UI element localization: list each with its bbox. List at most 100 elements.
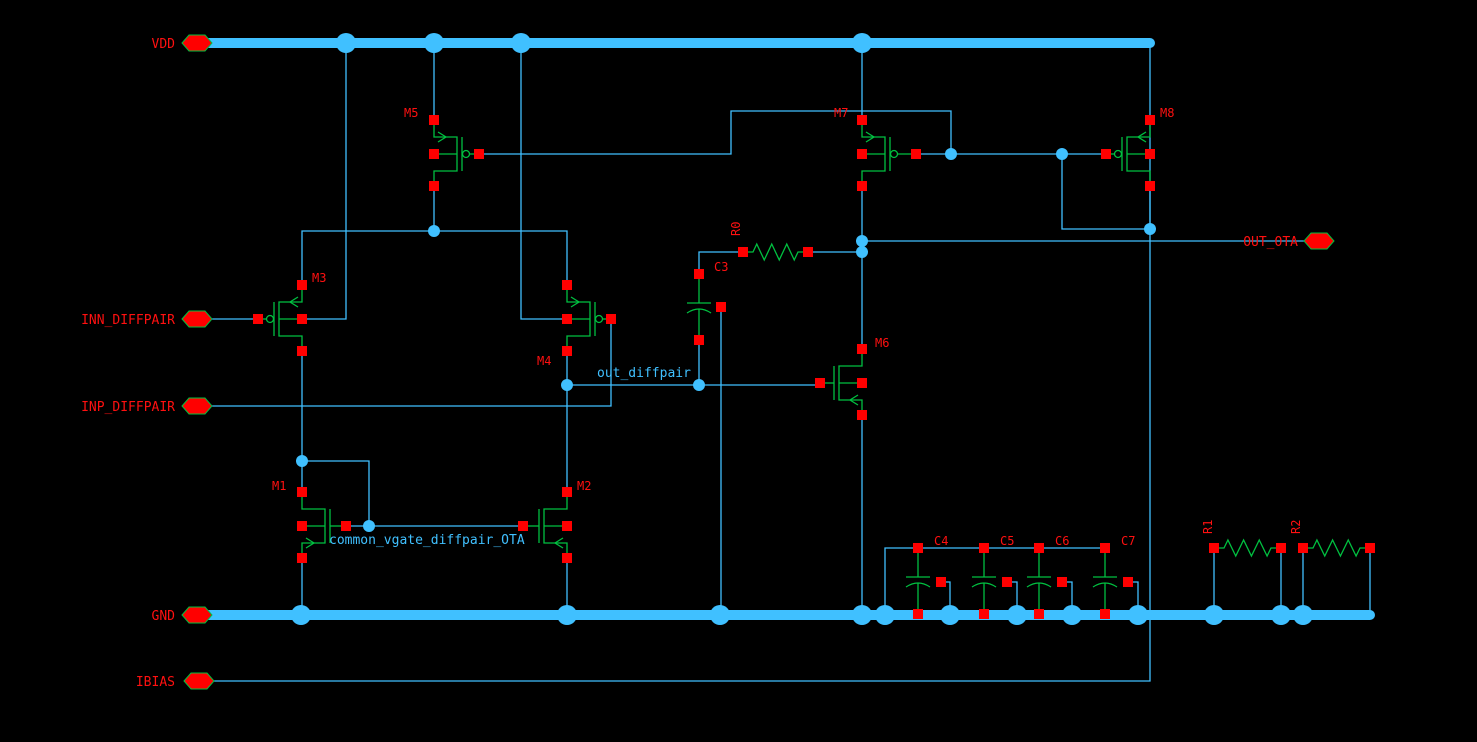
junction-dot [511, 33, 531, 53]
terminal-pad [913, 543, 923, 553]
r2-zigzag [1303, 538, 1370, 558]
terminal-pad [1209, 543, 1219, 553]
tail-wire [301, 230, 568, 287]
terminal-pad [1123, 577, 1133, 587]
pin-label-ibias: IBIAS [136, 675, 175, 690]
terminal-pad [857, 149, 867, 159]
terminal-pad [936, 577, 946, 587]
junction-dot [856, 246, 868, 258]
pin-gnd [181, 606, 213, 624]
m8-arrow-icon [1136, 131, 1147, 143]
terminal-pad [979, 543, 989, 553]
label-c6: C6 [1055, 534, 1069, 548]
wire [698, 251, 744, 275]
terminal-pad [1365, 543, 1375, 553]
pin-inp [181, 397, 213, 415]
junction-dot [1062, 605, 1082, 625]
label-r0: R0 [729, 222, 743, 236]
junction-dot [1144, 223, 1156, 235]
pin-vdd [181, 34, 213, 52]
wire [301, 42, 347, 320]
terminal-pad [562, 553, 572, 563]
pins [181, 34, 1335, 690]
junction-dot [428, 225, 440, 237]
m1-arrow-icon [305, 537, 316, 549]
terminal-pad [803, 247, 813, 257]
terminal-pad [1100, 543, 1110, 553]
terminal-pad [562, 314, 572, 324]
junction-dot [1271, 605, 1291, 625]
terminal-pad [815, 378, 825, 388]
m5-arrow-icon [437, 131, 448, 143]
junction-dot [1128, 605, 1148, 625]
label-r2: R2 [1289, 520, 1303, 534]
label-r1: R1 [1201, 520, 1215, 534]
terminal-pad [1002, 577, 1012, 587]
junction-dot [557, 605, 577, 625]
terminals [253, 115, 1375, 619]
m3-arrow-icon [288, 296, 299, 308]
junction-dot [1056, 148, 1068, 160]
junction-dot [875, 605, 895, 625]
m4-arrow-icon [570, 296, 581, 308]
terminal-pad [297, 553, 307, 563]
terminal-pad [911, 149, 921, 159]
ibias-wire [211, 42, 1151, 682]
junction-dot [710, 605, 730, 625]
label-c5: C5 [1000, 534, 1014, 548]
terminal-pad [606, 314, 616, 324]
label-m4: M4 [537, 354, 551, 368]
terminal-pad [694, 269, 704, 279]
junction-dot [561, 379, 573, 391]
terminal-pad [857, 410, 867, 420]
label-m7: M7 [834, 106, 848, 120]
pin-label-gnd: GND [152, 609, 176, 624]
wire [884, 547, 1106, 616]
pin-inn [181, 310, 213, 328]
terminal-pad [562, 346, 572, 356]
terminal-pad [297, 314, 307, 324]
terminal-pad [738, 247, 748, 257]
terminal-pad [857, 344, 867, 354]
terminal-pad [562, 487, 572, 497]
terminal-pad [857, 115, 867, 125]
r1-zigzag [1214, 538, 1281, 558]
junction-dot [363, 520, 375, 532]
terminal-pad [913, 609, 923, 619]
m2-arrow-icon [553, 537, 564, 549]
bias-gate-wire [478, 110, 952, 155]
terminal-pad [429, 149, 439, 159]
terminal-pad [1298, 543, 1308, 553]
terminal-pad [1145, 115, 1155, 125]
junction-dot [296, 455, 308, 467]
r0-zigzag [743, 242, 808, 262]
m8-bubble [1113, 149, 1123, 159]
terminal-pad [1034, 609, 1044, 619]
terminal-pad [1145, 149, 1155, 159]
pin-ibias [183, 672, 215, 690]
terminal-pad [1057, 577, 1067, 587]
m7-bubble [889, 149, 899, 159]
pin-label-inn: INN_DIFFPAIR [81, 313, 175, 328]
pin-label-inp: INP_DIFFPAIR [81, 400, 175, 415]
terminal-pad [1276, 543, 1286, 553]
pin-label-vdd: VDD [152, 37, 176, 52]
inp-wire [211, 318, 612, 407]
terminal-pad [253, 314, 263, 324]
label-c4: C4 [934, 534, 948, 548]
label-m6: M6 [875, 336, 889, 350]
junction-dot [291, 605, 311, 625]
terminal-pad [297, 487, 307, 497]
terminal-pad [1034, 543, 1044, 553]
terminal-pad [429, 115, 439, 125]
net-label-out-diffpair: out_diffpair [597, 366, 691, 381]
junctions [291, 33, 1313, 625]
terminal-pad [1145, 181, 1155, 191]
junction-dot [852, 33, 872, 53]
terminal-pad [694, 335, 704, 345]
m7-arrow-icon [865, 131, 876, 143]
wires [195, 38, 1375, 682]
m4-bubble [594, 314, 604, 324]
wire [301, 460, 370, 527]
